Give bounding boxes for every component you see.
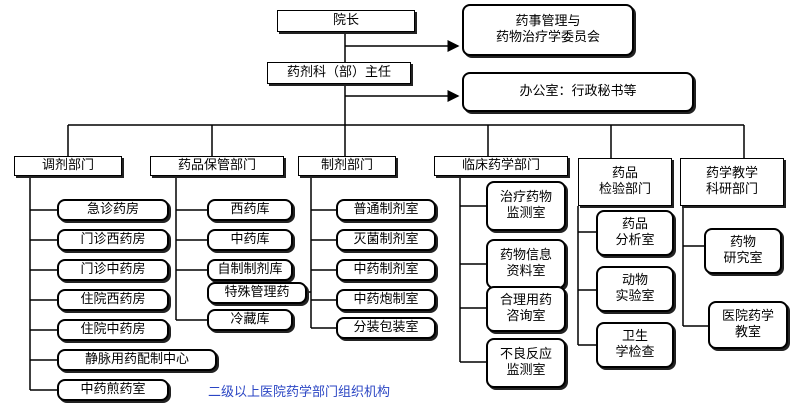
- unit-outpatient-chinese: 门诊中药房: [57, 259, 169, 281]
- unit-label: 治疗药物 监测室: [499, 189, 552, 221]
- unit-label: 普通制剂室: [353, 201, 419, 217]
- unit-chinese-processing: 中药炮制室: [336, 289, 436, 311]
- office-box: 办公室：行政秘书等: [462, 72, 694, 112]
- director-box: 药剂科（部）主任: [267, 62, 411, 84]
- unit-chinese-warehouse: 中药库: [207, 229, 293, 251]
- unit-label: 卫生 学检查: [615, 328, 655, 360]
- committee-label: 药事管理与 药物治疗学委员会: [495, 13, 600, 45]
- unit-rational-use-consult: 合理用药 咨询室: [486, 286, 566, 332]
- unit-label: 灭菌制剂室: [353, 231, 419, 247]
- unit-label: 药品 分析室: [615, 216, 655, 248]
- dept-clinical-label: 临床药学部门: [461, 157, 540, 173]
- unit-label: 自制制剂库: [217, 261, 283, 277]
- dept-preparation-label: 制剂部门: [320, 157, 373, 173]
- unit-drug-research: 药物 研究室: [704, 228, 782, 274]
- dept-dispensing-label: 调剂部门: [41, 157, 94, 173]
- unit-label: 分装包装室: [353, 319, 419, 335]
- unit-label: 不良反应 监测室: [499, 346, 552, 378]
- unit-label: 医院药学 教室: [721, 308, 774, 340]
- unit-drug-monitoring: 治疗药物 监测室: [486, 181, 566, 231]
- figure-caption: 二级以上医院药学部门组织机构: [208, 385, 391, 400]
- dept-storage: 药品保管部门: [150, 156, 284, 176]
- unit-chinese-preparation: 中药制剂室: [336, 259, 436, 281]
- unit-cold-storage: 冷藏库: [207, 309, 293, 331]
- unit-label: 药物信息 资料室: [499, 247, 552, 279]
- unit-label: 中药制剂室: [353, 261, 419, 277]
- dept-inspection: 药品 检验部门: [578, 158, 672, 206]
- dept-preparation: 制剂部门: [298, 156, 396, 176]
- unit-label: 西药库: [230, 201, 270, 217]
- unit-sterile-preparation: 灭菌制剂室: [336, 229, 436, 251]
- unit-label: 住院西药房: [80, 291, 146, 307]
- unit-animal-lab: 动物 实验室: [596, 266, 674, 312]
- unit-adverse-reaction: 不良反应 监测室: [486, 338, 566, 388]
- unit-label: 特殊管理药: [224, 284, 290, 300]
- unit-label: 门诊西药房: [80, 231, 146, 247]
- unit-label: 中药煎药室: [80, 381, 146, 397]
- director-label: 药剂科（部）主任: [286, 64, 391, 80]
- unit-label: 住院中药房: [80, 321, 146, 337]
- unit-outpatient-western: 门诊西药房: [57, 229, 169, 251]
- dept-teaching-label: 药学教学 科研部门: [705, 165, 758, 197]
- unit-label: 合理用药 咨询室: [499, 292, 552, 324]
- committee-box: 药事管理与 药物治疗学委员会: [462, 4, 634, 56]
- unit-drug-information: 药物信息 资料室: [486, 239, 566, 289]
- dept-storage-label: 药品保管部门: [177, 157, 256, 173]
- unit-western-warehouse: 西药库: [207, 199, 293, 221]
- unit-emergency-pharmacy: 急诊药房: [57, 199, 169, 221]
- unit-label: 冷藏库: [230, 311, 270, 327]
- unit-label: 动物 实验室: [615, 272, 655, 304]
- unit-inpatient-western: 住院西药房: [57, 289, 169, 311]
- dept-clinical: 临床药学部门: [434, 156, 568, 176]
- dept-teaching: 药学教学 科研部门: [680, 158, 784, 206]
- unit-label: 急诊药房: [86, 201, 139, 217]
- dept-inspection-label: 药品 检验部门: [598, 165, 651, 197]
- president-box: 院长: [277, 10, 415, 32]
- unit-drug-analysis: 药品 分析室: [596, 210, 674, 256]
- president-label: 院长: [332, 12, 359, 28]
- unit-packaging-room: 分装包装室: [336, 317, 436, 339]
- dept-dispensing: 调剂部门: [14, 156, 122, 176]
- unit-label: 药物 研究室: [723, 234, 763, 266]
- unit-label: 门诊中药房: [80, 261, 146, 277]
- unit-decoction-room: 中药煎药室: [57, 379, 169, 401]
- unit-label: 静脉用药配制中心: [84, 351, 189, 367]
- unit-hygiene-inspection: 卫生 学检查: [596, 322, 674, 368]
- office-label: 办公室：行政秘书等: [519, 83, 637, 99]
- unit-special-control-drugs: 特殊管理药: [207, 282, 307, 304]
- unit-general-preparation: 普通制剂室: [336, 199, 436, 221]
- unit-iv-admixture-center: 静脉用药配制中心: [57, 349, 217, 371]
- unit-label: 中药炮制室: [353, 291, 419, 307]
- unit-label: 中药库: [230, 231, 270, 247]
- unit-hospital-pharmacy-class: 医院药学 教室: [708, 301, 788, 349]
- unit-self-made-warehouse: 自制制剂库: [207, 259, 293, 281]
- unit-inpatient-chinese: 住院中药房: [57, 319, 169, 341]
